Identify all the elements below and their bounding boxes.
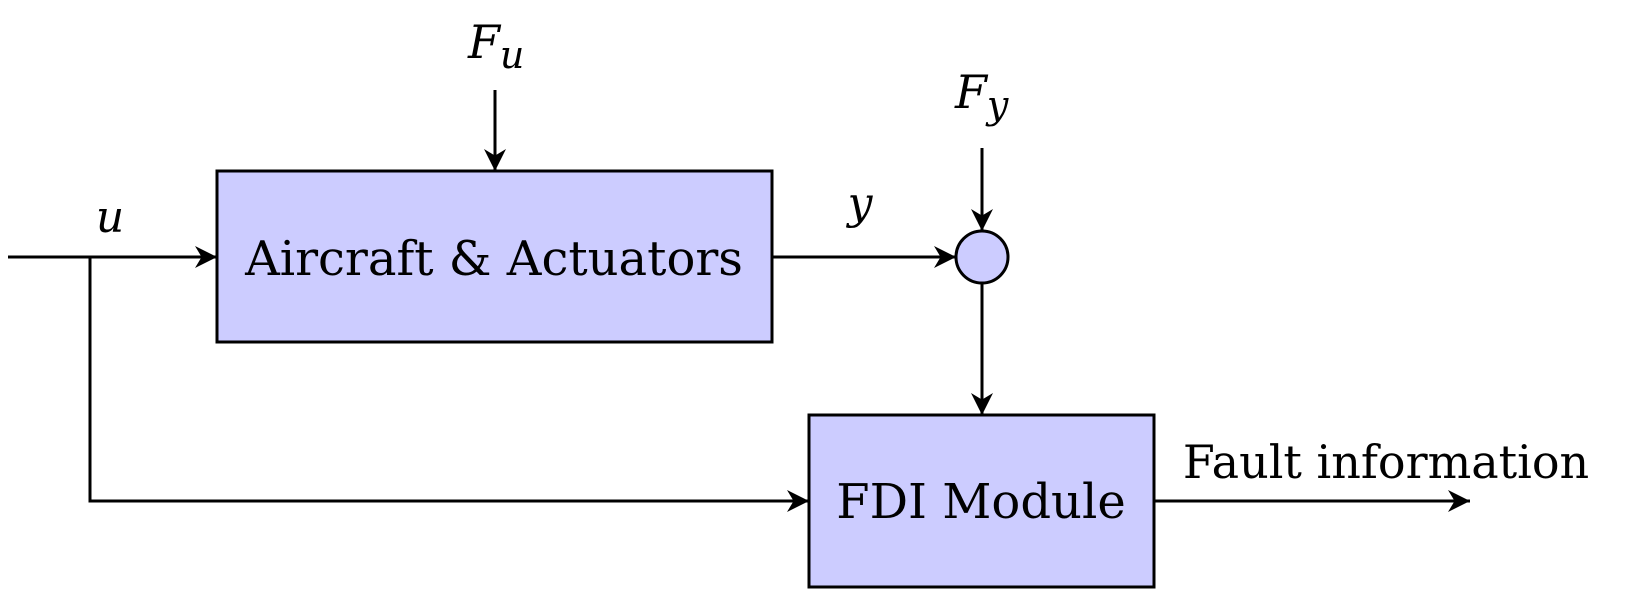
sensor-fault-base: F (954, 65, 989, 119)
plant-block (215, 169, 774, 344)
actuator-fault-base: F (467, 15, 502, 69)
fault-info-label: Fault information (1183, 435, 1589, 489)
actuator-fault-sub: u (500, 33, 524, 77)
sensor-fault-label: Fy (954, 65, 1009, 127)
fdi-block (807, 413, 1156, 589)
sensor-fault-sub: y (985, 83, 1009, 127)
input-branch-to-fdi (88, 257, 809, 512)
actuator-fault-label: Fu (467, 15, 524, 77)
fdi-block-label: FDI Module (836, 474, 1125, 530)
plant-block-label: Aircraft & Actuators (244, 231, 743, 287)
output-signal-label: y (846, 178, 874, 229)
input-signal-label: u (96, 192, 124, 243)
summing-junction (954, 229, 1010, 285)
